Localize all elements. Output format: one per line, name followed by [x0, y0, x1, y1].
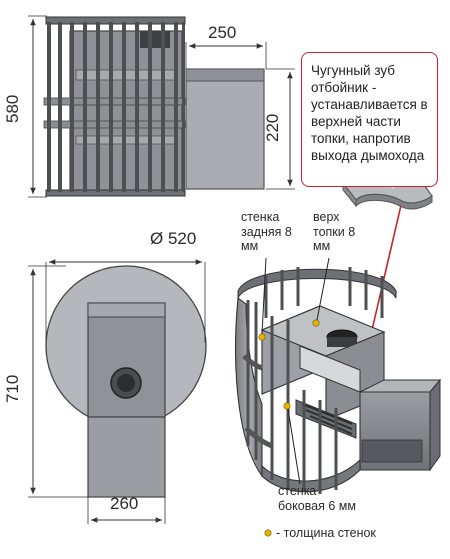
- firebox-front: [87, 302, 166, 418]
- side-view: [28, 259, 207, 524]
- callout-arrow: [371, 187, 408, 331]
- grate: [301, 403, 353, 435]
- callout-box: Чугунный зуб отбойник - устанавливается …: [301, 52, 438, 187]
- label-top-wall: верх топки 8 мм: [313, 210, 356, 253]
- dim-diameter: Ø 520: [150, 229, 197, 248]
- feed-tunnel: [87, 416, 166, 498]
- label-side-wall: стенка боковая 6 мм: [278, 484, 356, 513]
- label-back-wall: стенка задняя 8 мм: [241, 210, 292, 253]
- top-view: [28, 15, 295, 198]
- dim-580: 580: [3, 94, 22, 123]
- grille-rods: [47, 22, 185, 192]
- marker-top-wall: [312, 319, 320, 327]
- marker-back-wall: [258, 333, 266, 341]
- legend-text: - толщина стенок: [276, 526, 376, 540]
- chimney-outlet: [140, 31, 170, 48]
- callout-text: Чугунный зуб отбойник - устанавливается …: [311, 63, 428, 163]
- dim-250: 250: [208, 23, 237, 42]
- flue-box: [185, 68, 265, 190]
- marker-side-wall: [283, 402, 291, 410]
- dim-260: 260: [110, 494, 139, 513]
- dim-710: 710: [3, 374, 22, 403]
- isometric-cutaway: [235, 267, 442, 494]
- dim-220: 220: [263, 113, 282, 142]
- legend-marker: [264, 529, 272, 537]
